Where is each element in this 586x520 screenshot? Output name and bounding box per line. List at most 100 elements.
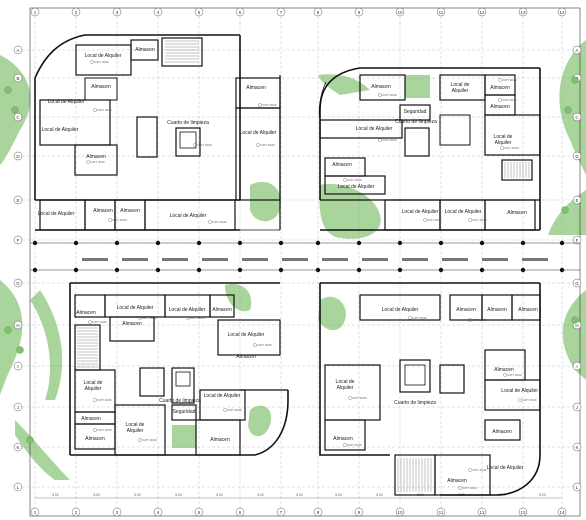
column-dot — [438, 267, 444, 273]
pavement-strip — [202, 258, 228, 261]
building-outline — [440, 454, 541, 496]
dimension-value: 5.00 — [296, 493, 302, 497]
grid-row-label: D — [575, 154, 579, 159]
room-label-almacen: Almacen — [93, 208, 113, 214]
room-outline — [359, 74, 406, 101]
room-outline — [235, 107, 281, 201]
room-label-almacen: Almacen — [371, 84, 391, 90]
room-label-local-alquiler: Local de Alquiler — [169, 307, 206, 313]
room-outline — [84, 199, 116, 231]
level-tag-icon — [138, 438, 142, 442]
planting-area — [248, 405, 272, 437]
circle-icon — [112, 7, 122, 17]
planting-area — [559, 40, 586, 175]
grid-row-label: E — [575, 198, 578, 203]
room-label-local-alquiler: Local de Alquiler — [501, 388, 538, 394]
circle-icon — [112, 507, 122, 517]
level-tag-text: N.P.T. ±0.00 — [348, 178, 362, 182]
column-dot — [114, 240, 120, 246]
room-label-almacen: Almacen — [86, 154, 106, 160]
circle-icon — [194, 507, 204, 517]
circle-icon — [13, 151, 23, 161]
circle-icon — [13, 45, 23, 55]
tree-icon — [26, 436, 34, 444]
room-label-local-alquiler: Local de Alquiler — [240, 130, 277, 136]
column-dot — [237, 267, 243, 273]
circle-icon — [572, 45, 582, 55]
room-label-almacen: Almacen — [456, 307, 476, 313]
pavement-strip — [82, 258, 108, 261]
room-label-local-alquiler: Local de Alquiler — [48, 99, 85, 105]
room-label-almacen: Almacen — [212, 307, 232, 313]
room-label-almacen: Almacen — [236, 354, 256, 360]
column-dot — [278, 267, 284, 273]
level-tag-icon — [90, 60, 94, 64]
stair-core — [399, 359, 431, 393]
room-outline — [439, 364, 465, 394]
column-dot — [559, 267, 565, 273]
circle-icon — [276, 7, 286, 17]
grid-row-label: L — [17, 485, 20, 490]
level-tag-icon — [93, 398, 97, 402]
circle-icon — [313, 7, 323, 17]
level-tag-text: N.P.T. ±0.00 — [191, 316, 205, 320]
dimension-value: 5.00 — [376, 493, 382, 497]
room-label-seguridad: Seguridad — [404, 109, 427, 115]
column-dot — [32, 240, 38, 246]
room-outline — [195, 419, 241, 456]
circle-icon — [518, 507, 528, 517]
level-tag-icon — [378, 93, 382, 97]
room-outline — [139, 367, 165, 397]
room-outline — [175, 127, 201, 157]
column-dot — [114, 267, 120, 273]
grid-column-label: 4 — [157, 10, 160, 15]
pavement-strip — [122, 258, 148, 261]
level-tag-icon — [193, 143, 197, 147]
grid-column-label: 12 — [479, 10, 485, 15]
grid-row-label: J — [576, 405, 578, 410]
circle-icon — [557, 507, 567, 517]
room-label-almacen: Almacen — [210, 437, 230, 443]
stair-core — [74, 324, 101, 371]
room-label-alquiler: Alquiler — [337, 385, 354, 391]
level-tag-text: N.P.T. ±0.00 — [95, 60, 109, 64]
column-dot — [397, 240, 403, 246]
level-tag-icon — [503, 373, 507, 377]
stair-core — [161, 37, 203, 67]
tree-icon — [564, 106, 572, 114]
grid-column-label: 13 — [520, 10, 526, 15]
level-tag-icon — [256, 143, 260, 147]
circle-icon — [436, 507, 446, 517]
stair-core — [171, 367, 195, 404]
room-outline — [324, 419, 366, 451]
room-label-local-alquiler: Local de Alquiler — [487, 465, 524, 471]
level-tag-text: N.P.T. ±0.00 — [353, 396, 367, 400]
room-outline — [175, 371, 191, 387]
dimension-value: 5.00 — [335, 493, 341, 497]
level-tag-text: N.P.T. ±0.00 — [473, 468, 487, 472]
level-tag-text: N.P.T. ±0.00 — [463, 486, 477, 490]
planting-area — [250, 181, 281, 222]
pavement-strip — [162, 258, 188, 261]
level-tag-icon — [88, 320, 92, 324]
grid-column-label: 1 — [34, 10, 37, 15]
room-outline — [74, 144, 118, 176]
planting-area — [319, 184, 381, 239]
circle-icon — [572, 112, 582, 122]
room-label-cuarto-limpieza: Cuarto de limpieza — [395, 119, 437, 125]
room-outline — [399, 104, 431, 121]
level-tag-icon — [423, 218, 427, 222]
circle-icon — [13, 235, 23, 245]
circle-icon — [477, 507, 487, 517]
level-tag-icon — [500, 146, 504, 150]
dimension-value: 5.00 — [257, 493, 263, 497]
grid-column-label: 6 — [239, 10, 242, 15]
level-tag-text: N.P.T. ±0.00 — [473, 318, 487, 322]
column-dot — [155, 267, 161, 273]
circle-icon — [572, 482, 582, 492]
column-dot — [196, 240, 202, 246]
circle-icon — [153, 7, 163, 17]
grid-row-label: K — [16, 445, 19, 450]
room-outline — [75, 44, 132, 76]
grid-row-label: L — [576, 485, 579, 490]
